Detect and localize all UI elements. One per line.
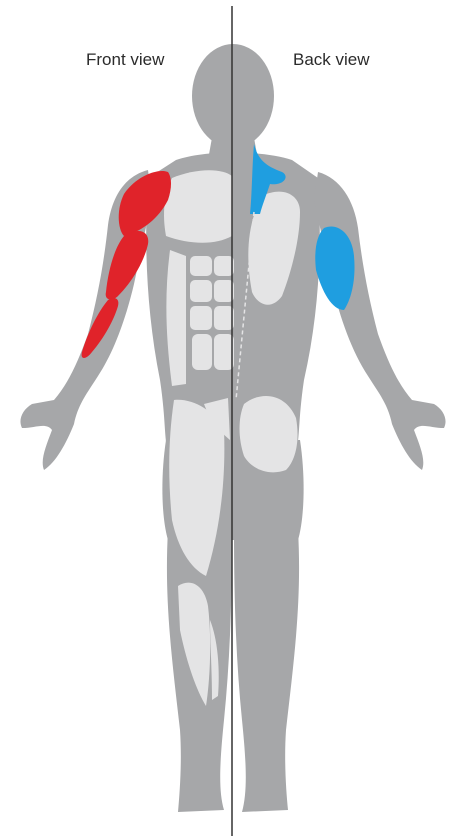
abdominal-muscle xyxy=(214,306,234,330)
abdominal-muscle xyxy=(190,306,212,330)
abdominal-muscle xyxy=(192,334,212,370)
abdominal-muscle xyxy=(214,334,234,370)
abdominal-muscle xyxy=(190,280,212,302)
abdominal-muscle xyxy=(214,280,234,302)
front-view-label: Front view xyxy=(86,50,164,70)
back-view-label: Back view xyxy=(293,50,370,70)
abdominal-muscle xyxy=(214,256,234,276)
gluteus-muscle xyxy=(240,396,298,472)
pectoral-muscle xyxy=(164,170,232,243)
abdominal-muscle xyxy=(190,256,212,276)
triceps-highlight xyxy=(315,226,354,310)
body-silhouette xyxy=(20,44,445,812)
